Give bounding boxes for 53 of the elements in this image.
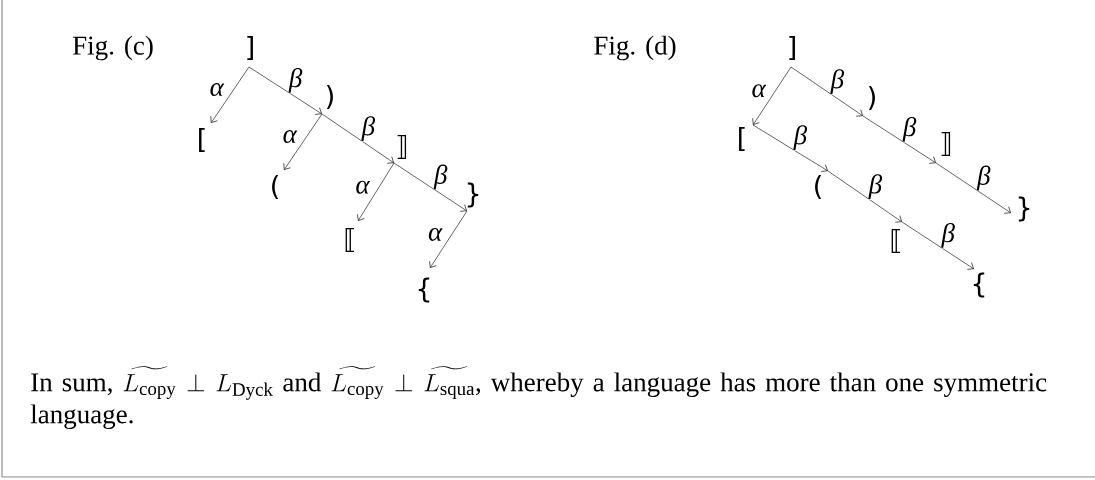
- arrow: [752, 124, 828, 172]
- edge-label: β: [976, 165, 992, 191]
- arrow: [393, 162, 467, 212]
- bracket-symbol: {: [973, 272, 985, 298]
- label: $\widetilde{L_{\mathrm{copy}}}\perp\widetilde{L_{\mathrm{squa}}}$: [331, 366, 475, 399]
- arrow: [210, 66, 250, 123]
- label: In sum,: [31, 373, 112, 396]
- bracket-symbol: }: [1018, 196, 1030, 222]
- arrow: [827, 170, 902, 223]
- label: language.: [30, 404, 133, 429]
- edge-label: β: [941, 222, 956, 249]
- edge-label: β: [830, 68, 845, 95]
- edge-label: β: [288, 67, 303, 94]
- bracket-symbol: ⟦: [345, 227, 355, 253]
- bracket-symbol: ⟦: [891, 228, 901, 254]
- bracket-symbol: [: [739, 126, 745, 152]
- arrow: [248, 66, 322, 115]
- edge-label: β: [361, 115, 376, 142]
- edge-label: α: [427, 227, 443, 242]
- bracket-symbol: ): [868, 85, 875, 110]
- bracket-symbol: ]: [789, 35, 795, 61]
- bracket-symbol: {: [418, 277, 430, 303]
- edge-label: α: [209, 82, 225, 97]
- bracket-symbol: }: [467, 182, 479, 208]
- arrow: [901, 221, 974, 270]
- label: and: [283, 372, 322, 392]
- arrow: [862, 115, 936, 164]
- edge-label: β: [793, 124, 808, 151]
- edge-label: α: [282, 129, 298, 144]
- bracket-symbol: (: [815, 174, 822, 199]
- edge-label: β: [433, 164, 448, 190]
- bracket-symbol: ⟧: [941, 131, 951, 157]
- label: , whereby a language has more than one symmetric: [476, 372, 1047, 397]
- bracket-symbol: ⟧: [397, 134, 407, 160]
- edge-label: β: [868, 173, 883, 200]
- edge-label: α: [354, 180, 371, 195]
- edge-label: β: [902, 116, 917, 143]
- bracket-symbol: (: [272, 174, 279, 199]
- edge-label: α: [751, 83, 767, 98]
- arrow: [935, 162, 1011, 214]
- paragraph: In sum, $\widetilde{L_{\mathrm{copy}}}\perp L_{\mathrm{Dyck}}$ and $\widetilde{L_{\mathrm{copy}}}\perp\widetilde{L_{\mathrm{squa}}}$, whereby a language has more than one symmetric language.: [30, 366, 1047, 429]
- bracket-symbol: ]: [247, 35, 253, 61]
- arrow: [429, 210, 468, 268]
- label: $\widetilde{L_{\mathrm{copy}}}\perp L_{\mathrm{Dyck}}$: [123, 366, 273, 400]
- arrow: [321, 113, 394, 164]
- arrow: [790, 66, 863, 117]
- figure-label: Fig. (d): [594, 35, 676, 61]
- arrow: [357, 162, 395, 221]
- arrow: [752, 66, 792, 125]
- bracket-symbol: ): [326, 84, 333, 109]
- arrow: [283, 113, 323, 170]
- figure-label: Fig. (c): [72, 35, 153, 61]
- bracket-symbol: [: [199, 127, 205, 153]
